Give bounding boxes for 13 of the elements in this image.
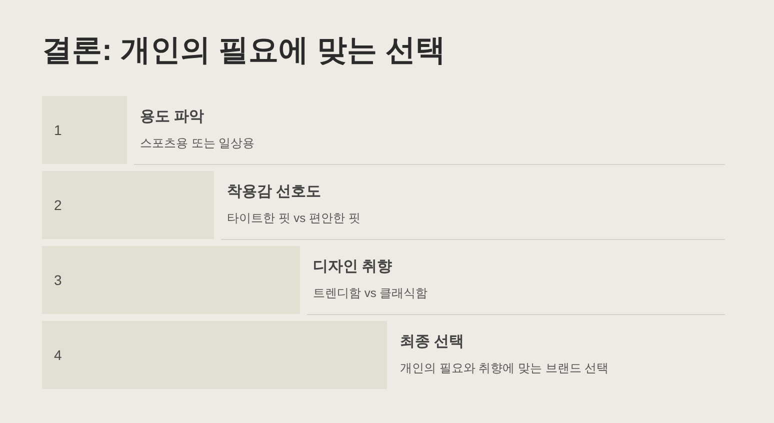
step-description: 스포츠용 또는 일상용 [140, 135, 255, 151]
step-number: 4 [54, 346, 62, 364]
step-heading: 디자인 취향 [313, 257, 392, 277]
step-heading: 최종 선택 [400, 332, 464, 352]
step-description: 개인의 필요와 취향에 맞는 브랜드 선택 [400, 360, 609, 376]
step-heading: 용도 파악 [140, 107, 204, 127]
title: 결론: 개인의 필요에 맞는 선택 [42, 33, 446, 69]
step-number: 3 [54, 271, 62, 289]
step-number: 2 [54, 196, 62, 214]
step-number: 1 [54, 121, 62, 139]
step-description: 트렌디함 vs 클래식함 [313, 285, 428, 301]
step-heading: 착용감 선호도 [227, 182, 322, 202]
step-description: 타이트한 핏 vs 편안한 핏 [227, 210, 360, 226]
